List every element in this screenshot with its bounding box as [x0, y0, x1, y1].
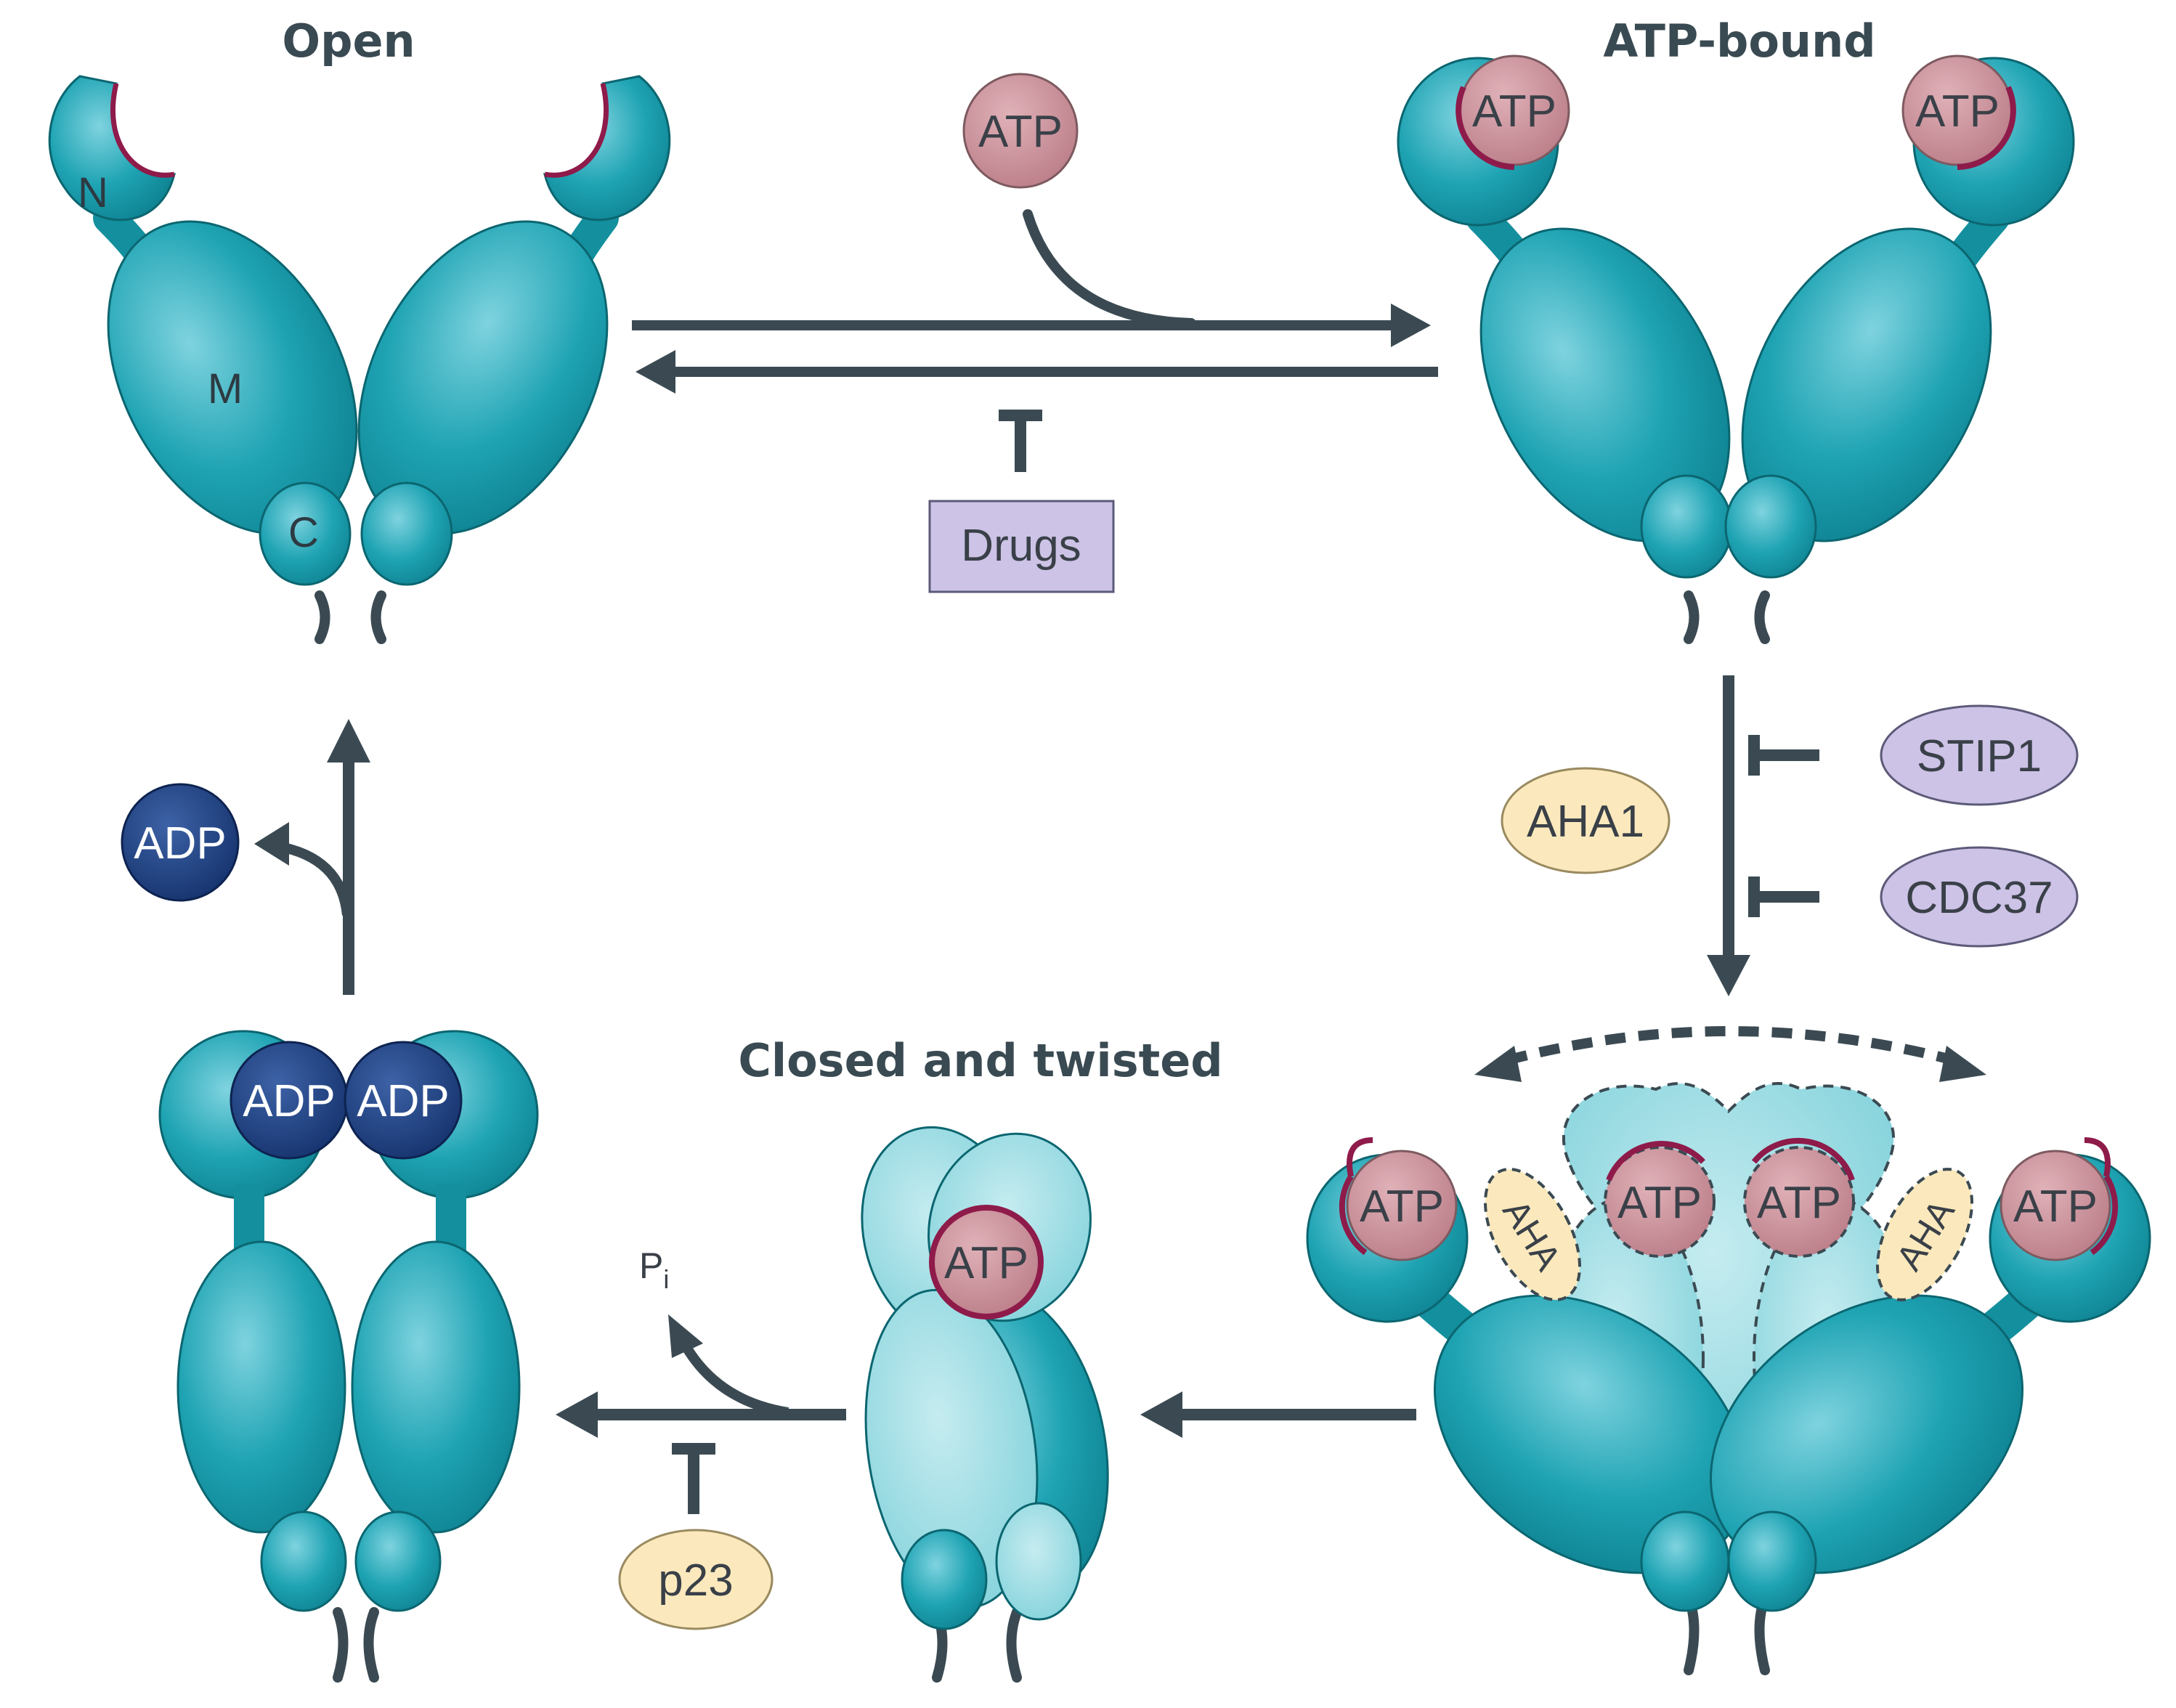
aha1-label: AHA1 — [1527, 797, 1644, 847]
aha-left-ellipse: AHA — [1484, 1168, 1581, 1301]
svg-text:Drugs: Drugs — [961, 521, 1081, 571]
p23-inhibition: p23 — [618, 1443, 774, 1630]
atp-molecule-intermediate-inner-right: ATP — [1743, 1137, 1855, 1258]
p23-label: p23 — [658, 1556, 733, 1606]
domain-label-m: M — [208, 365, 243, 412]
closed-to-adp-arrow — [556, 1391, 846, 1438]
svg-text:ATP: ATP — [1617, 1178, 1702, 1228]
pi-release-arrow — [668, 1314, 789, 1418]
atp-binding-curve-arrow — [1023, 209, 1196, 328]
svg-text:ATP: ATP — [1472, 86, 1556, 137]
closed-twisted-dimer — [861, 1126, 1109, 1683]
svg-text:ATP: ATP — [1360, 1182, 1444, 1232]
svg-text:ATP: ATP — [944, 1238, 1028, 1288]
svg-text:ADP: ADP — [243, 1076, 335, 1126]
open-state-dimer: N M C — [48, 75, 671, 644]
atp-molecule-top-right-b: ATP — [1901, 54, 2016, 170]
stip1-label: STIP1 — [1917, 731, 2042, 781]
atp-entering-molecule: ATP — [962, 73, 1079, 189]
phosphate-label: Pi — [639, 1245, 669, 1294]
svg-text:ADP: ADP — [134, 818, 226, 869]
atp-molecule-closed-twisted: ATP — [929, 1205, 1044, 1319]
adp-to-open-arrow — [327, 719, 370, 995]
intermediate-to-closed-arrow — [1140, 1391, 1416, 1438]
intermediate-dashed-swing-arrow — [1474, 1026, 1986, 1082]
adp-release-curve — [254, 822, 352, 916]
atp-bound-state-dimer — [1397, 57, 2075, 644]
svg-text:ATP: ATP — [978, 107, 1063, 157]
adp-bound-dimer — [158, 1030, 539, 1683]
cdc37-label: CDC37 — [1905, 873, 2053, 923]
svg-text:ATP: ATP — [1757, 1178, 1841, 1228]
aha-right-ellipse: AHA — [1876, 1168, 1973, 1301]
adp-molecule-bound-right: ADP — [344, 1041, 463, 1160]
atp-molecule-intermediate-outer-right: ATP — [2000, 1137, 2119, 1261]
state-title-closed-twisted: Closed and twisted — [738, 1034, 1222, 1087]
svg-text:ATP: ATP — [2013, 1182, 2098, 1232]
state-title-open: Open — [282, 15, 415, 68]
domain-label-n: N — [78, 169, 108, 216]
atp-bound-to-intermediate-arrow — [1707, 675, 1750, 996]
atp-molecule-top-right-a: ATP — [1456, 54, 1570, 170]
drugs-box: Drugs — [928, 500, 1115, 593]
atp-molecule-intermediate-outer-left: ATP — [1339, 1137, 1458, 1261]
adp-molecule-bound-left: ADP — [230, 1041, 349, 1160]
reverse-arrow-atp-bound-to-open — [636, 350, 1438, 394]
atp-molecule-intermediate-inner-left: ATP — [1604, 1141, 1716, 1258]
forward-arrow-open-to-atp-bound — [632, 304, 1431, 347]
cdc37-inhibition: CDC37 — [1748, 846, 2079, 948]
adp-released-molecule: ADP — [121, 783, 240, 902]
drugs-inhibition-mark — [999, 410, 1042, 472]
svg-text:ATP: ATP — [1915, 86, 2000, 137]
stip1-inhibition: STIP1 — [1748, 704, 2079, 806]
aha1-cofactor: AHA1 — [1501, 767, 1670, 874]
domain-label-c: C — [288, 509, 319, 556]
state-title-atp-bound: ATP-bound — [1603, 15, 1875, 68]
svg-text:ADP: ADP — [357, 1076, 449, 1126]
